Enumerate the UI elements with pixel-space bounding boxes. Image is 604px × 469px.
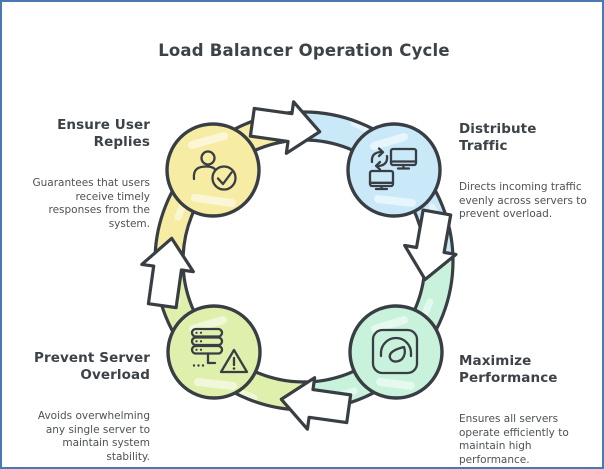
node-text-distribute-traffic: Distribute Traffic Directs incoming traf… [459, 102, 602, 241]
arrow-left-icon [140, 236, 195, 310]
node-heading: Prevent Server Overload [34, 350, 150, 383]
node-text-maximize-performance: Maximize Performance Ensures all servers… [459, 334, 602, 467]
node-description: Avoids overwhelming any single server to… [37, 410, 150, 463]
cycle-arrows [140, 100, 458, 431]
node-text-prevent-server-overload: Prevent Server Overload Avoids overwhelm… [10, 331, 150, 467]
gauge-icon [371, 328, 419, 375]
figure-title: Load Balancer Operation Cycle [158, 41, 450, 60]
node-text-ensure-user-replies: Ensure User Replies Guarantees that user… [10, 98, 150, 250]
arrow-top-icon [248, 100, 322, 155]
node-description: Directs incoming traffic evenly across s… [459, 181, 587, 220]
monitors-sync-icon [368, 147, 418, 191]
arrow-bottom-icon [279, 376, 353, 431]
arrow-right-icon [403, 208, 458, 282]
node-description: Ensures all servers operate efficiently … [459, 413, 569, 466]
node-heading: Maximize Performance [459, 353, 558, 386]
user-check-icon [192, 150, 237, 191]
node-description: Guarantees that users receive timely res… [32, 177, 150, 230]
server-warning-icon [190, 327, 249, 374]
node-heading: Distribute Traffic [459, 121, 537, 154]
sketch-texture [188, 132, 416, 390]
node-heading: Ensure User Replies [57, 117, 150, 150]
